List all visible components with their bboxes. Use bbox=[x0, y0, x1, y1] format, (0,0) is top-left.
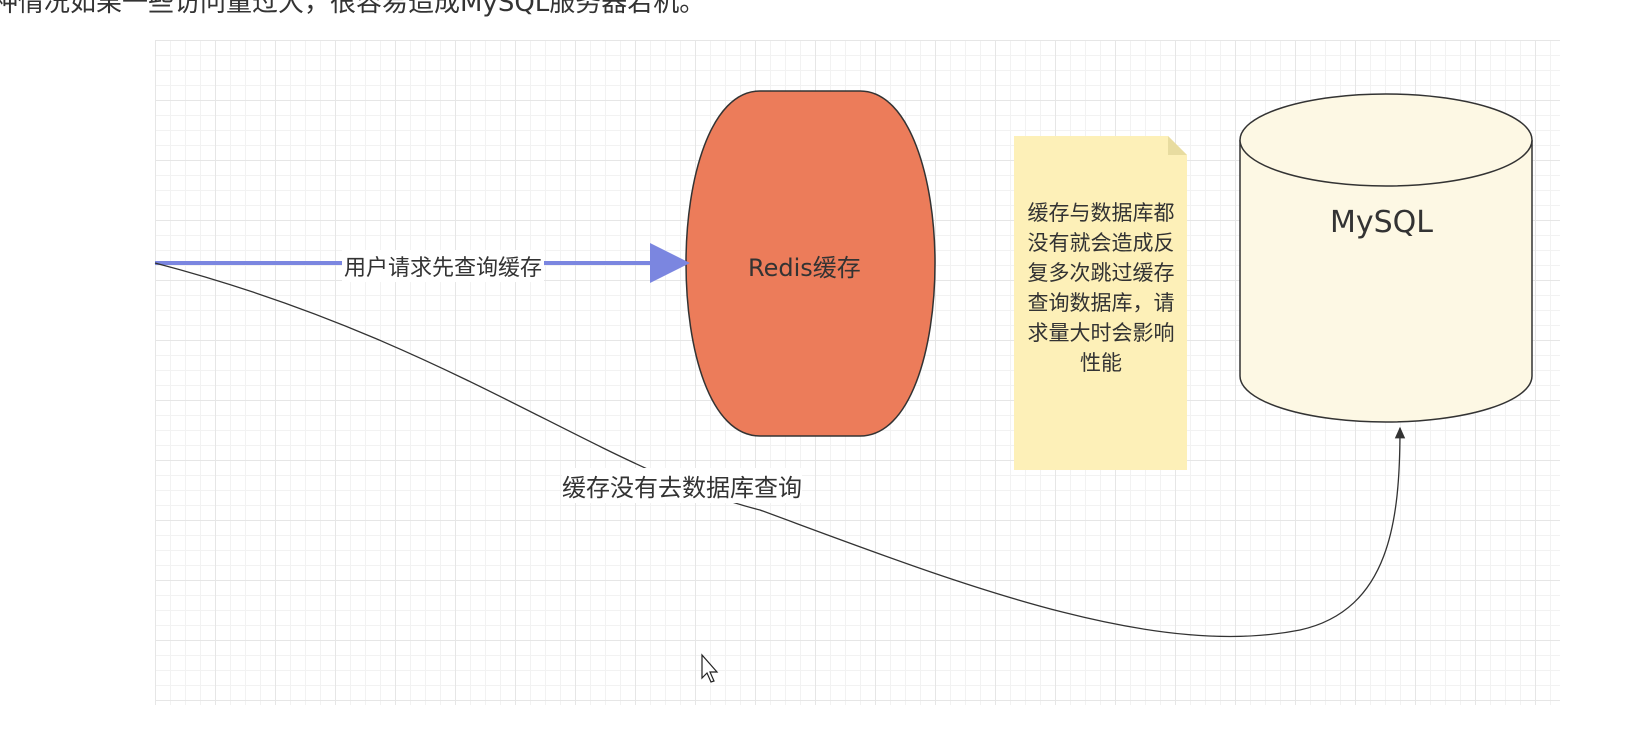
redis-cache-shape[interactable] bbox=[685, 90, 936, 437]
mysql-label: MySQL bbox=[1330, 205, 1434, 240]
mysql-database-shape[interactable] bbox=[1239, 93, 1533, 423]
cursor-icon bbox=[701, 653, 719, 683]
sticky-note-text: 缓存与数据库都没有就会造成反复多次跳过缓存查询数据库，请求量大时会影响性能 bbox=[1027, 201, 1175, 375]
sticky-note[interactable] bbox=[1014, 136, 1187, 470]
request-arrow-label: 用户请求先查询缓存 bbox=[342, 250, 545, 282]
document-text: 种情况如果一些访问量过大，很容易造成MySQL服务器宕机。 bbox=[0, 0, 706, 18]
db-query-curve-arrow[interactable] bbox=[154, 262, 1406, 638]
db-query-label: 缓存没有去数据库查询 bbox=[562, 468, 802, 503]
redis-label: Redis缓存 bbox=[748, 254, 861, 282]
